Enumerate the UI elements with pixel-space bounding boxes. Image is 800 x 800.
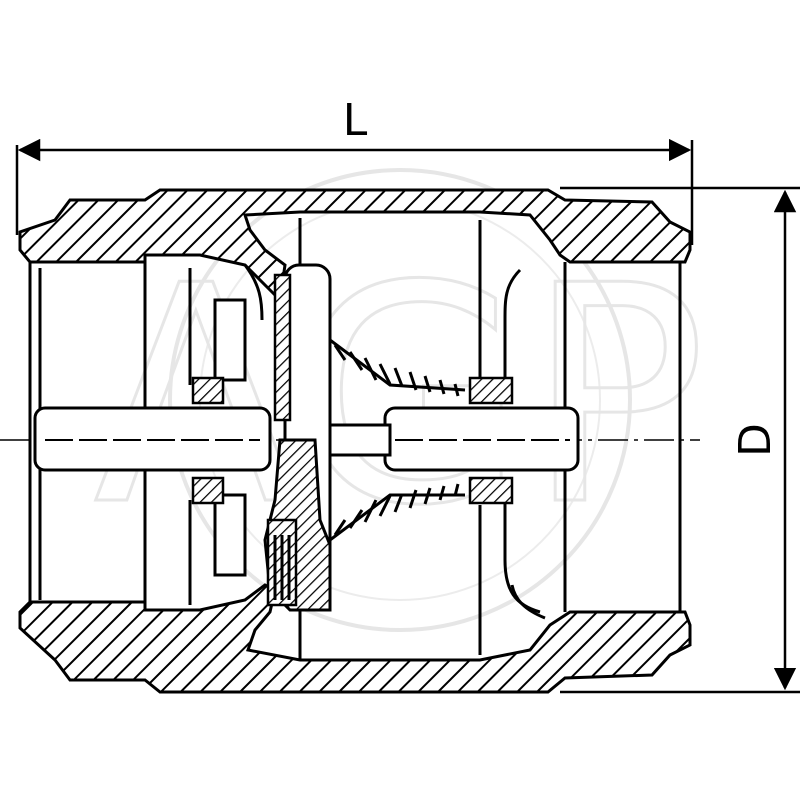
valve-disc [263, 263, 332, 612]
right-guide [468, 376, 514, 505]
conical-spring [329, 338, 466, 542]
left-guide [191, 298, 247, 577]
dimension-label-length: L [343, 95, 368, 146]
dimension-length: L [15, 95, 694, 245]
watermark-text: AGP [93, 222, 706, 571]
stem-connector [328, 423, 392, 457]
dimension-diameter: D [560, 186, 800, 694]
dimension-label-diameter: D [730, 423, 781, 457]
body-wall-bottom [18, 583, 692, 694]
body-wall-top [18, 188, 692, 304]
